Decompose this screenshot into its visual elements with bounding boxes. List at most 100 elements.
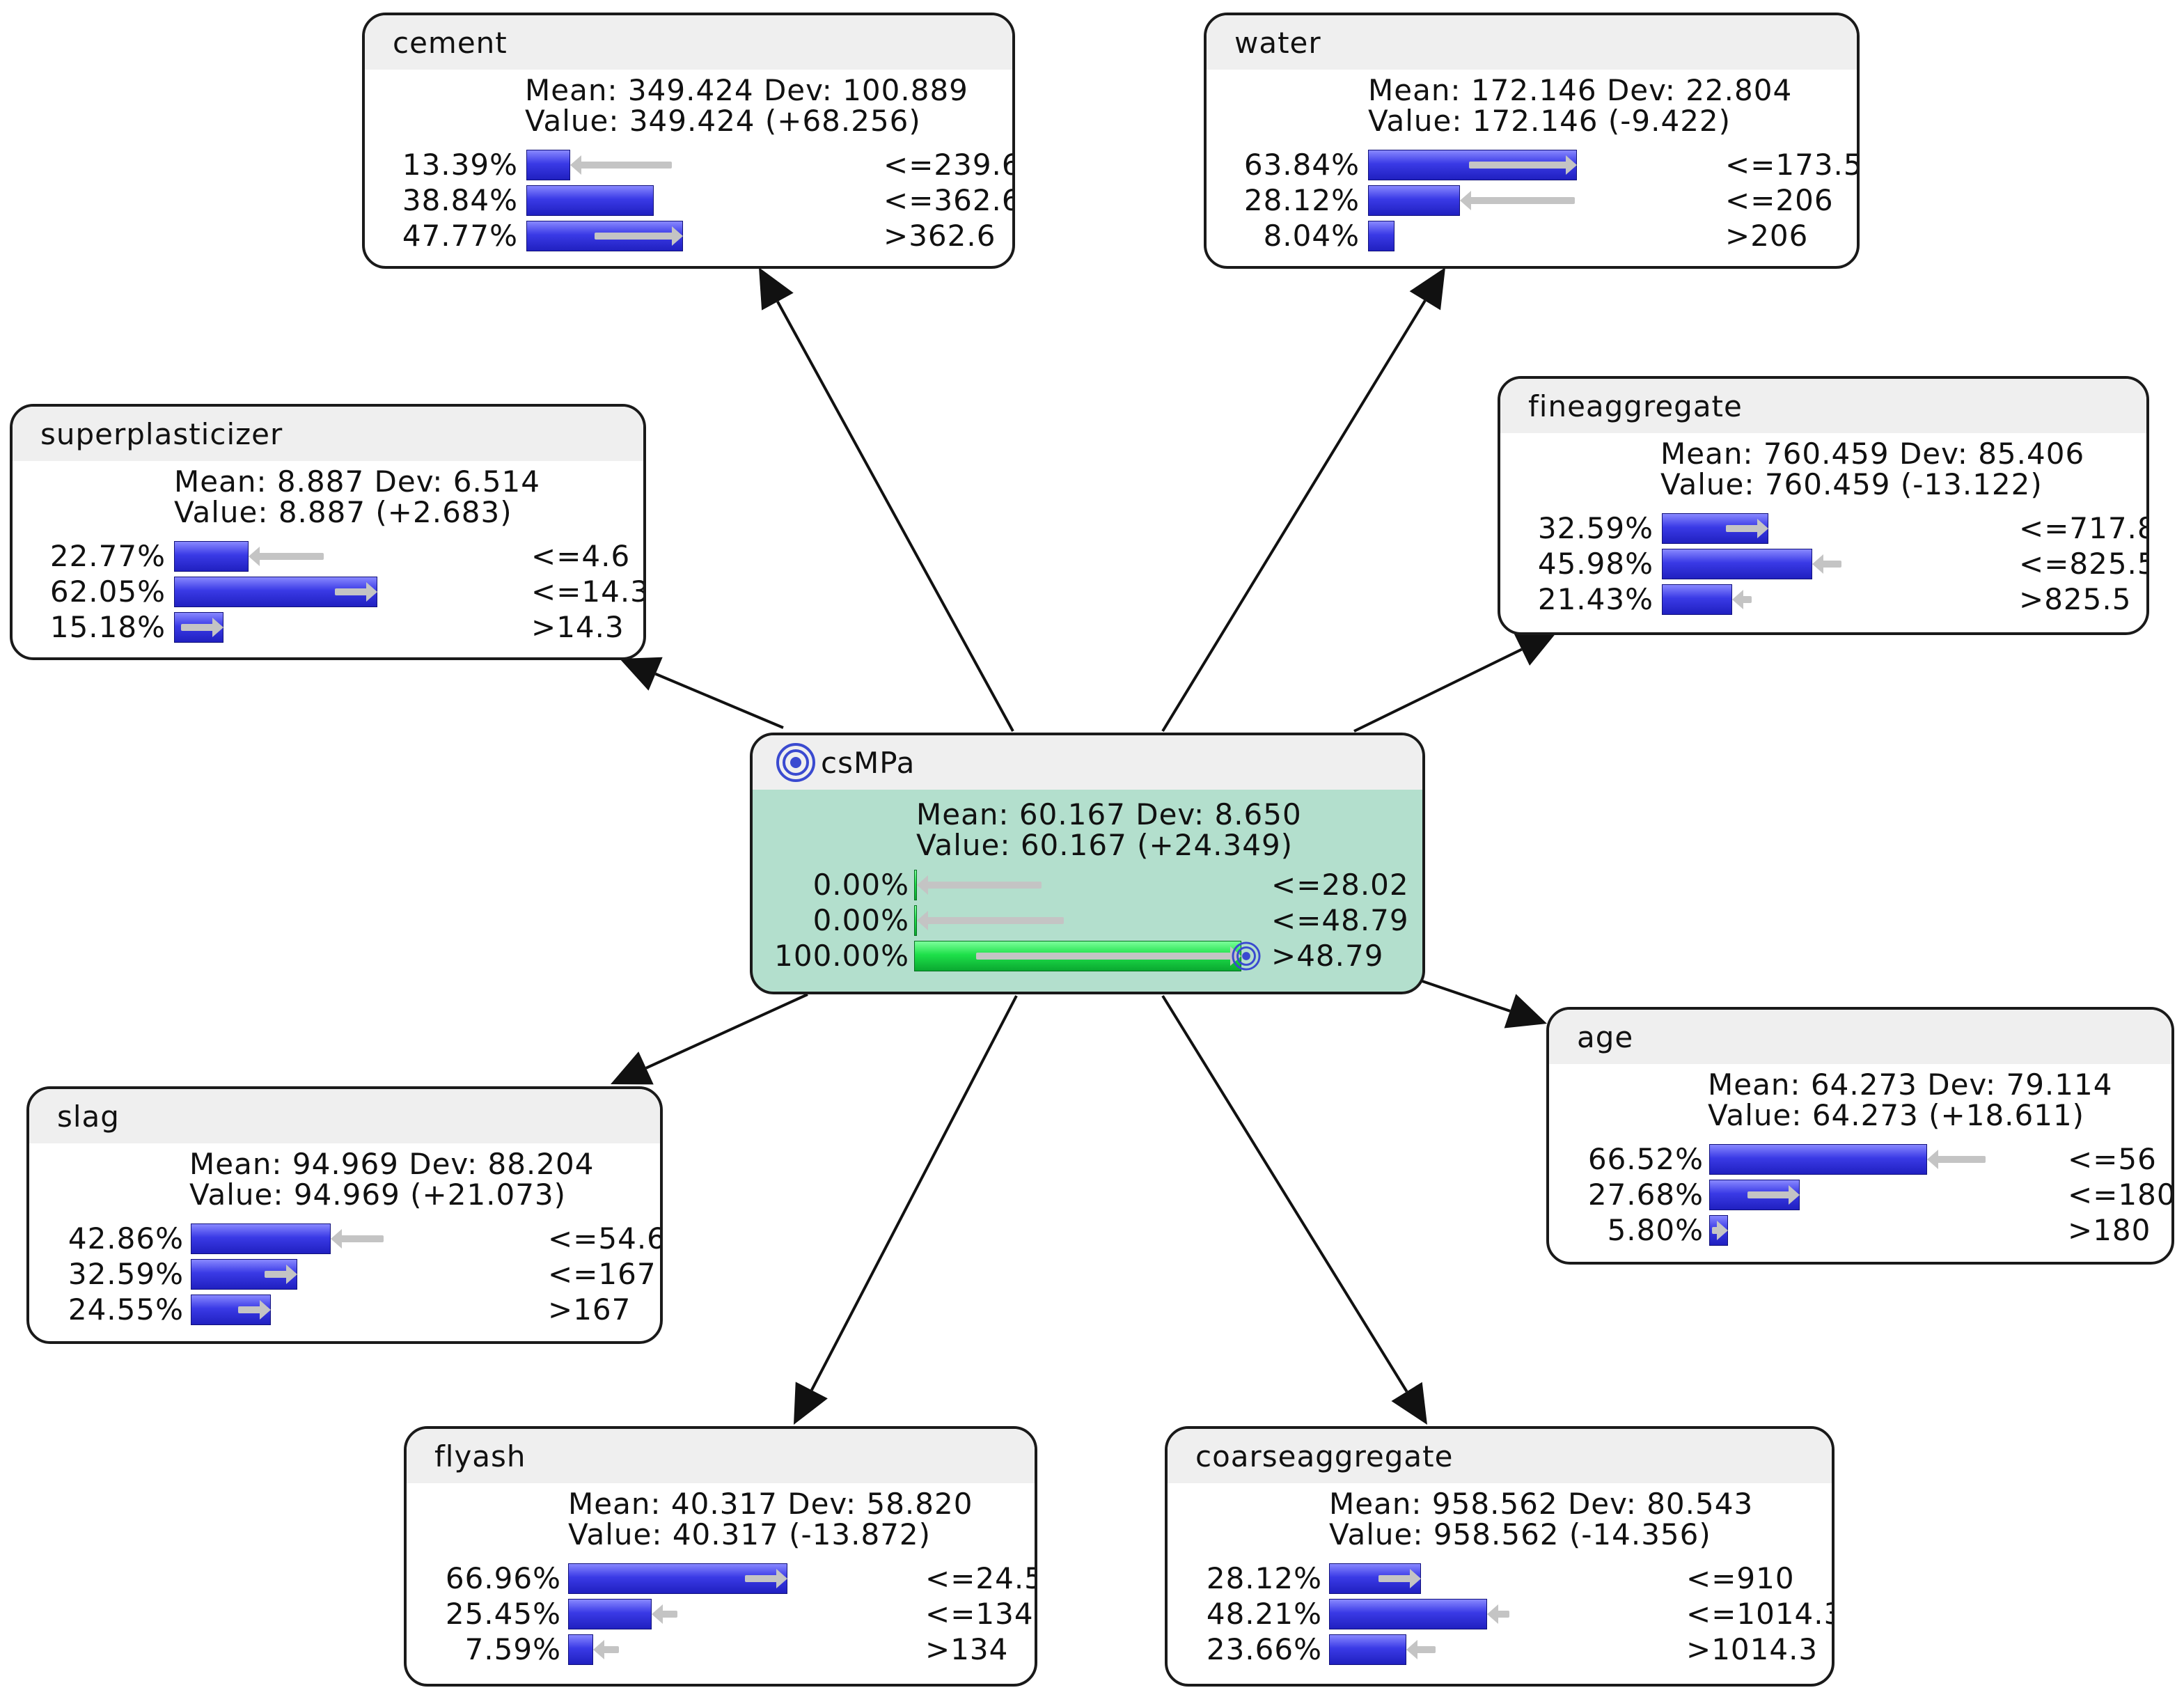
state-probability: 21.43%	[1537, 582, 1653, 616]
shift-arrow-right	[181, 618, 224, 637]
state-probability: 0.00%	[812, 903, 909, 937]
shift-arrow-left	[569, 155, 672, 175]
shift-arrow-left	[249, 547, 324, 566]
stats-line: Mean: 94.969 Dev: 88.204	[189, 1147, 595, 1181]
node-title: age	[1577, 1019, 1634, 1054]
state-row[interactable]: 24.55%>167	[29, 1292, 660, 1327]
node-header: water	[1207, 15, 1857, 70]
shift-arrow-left	[916, 911, 1064, 930]
node-header: fineaggregate	[1500, 379, 2146, 433]
node-title: flyash	[434, 1439, 526, 1473]
state-row[interactable]: 15.18%>14.3	[13, 610, 643, 645]
stats-line: Value: 94.969 (+21.073)	[189, 1178, 567, 1212]
state-probability: 7.59%	[464, 1632, 561, 1666]
shift-arrow-right	[1711, 1221, 1729, 1240]
state-label: >825.5	[2019, 582, 2132, 616]
probability-bar	[914, 870, 917, 900]
state-label: <=48.79	[1271, 903, 1409, 937]
state-row[interactable]: 48.21%<=1014.3	[1168, 1597, 1832, 1632]
probability-bar	[1368, 185, 1461, 216]
arrowhead	[794, 1382, 828, 1425]
edge-line	[645, 993, 808, 1070]
state-label: <=1014.3	[1686, 1597, 1835, 1631]
state-probability: 13.39%	[402, 148, 518, 182]
edge-line	[1353, 648, 1523, 733]
node-header: coarseaggregate	[1168, 1429, 1832, 1483]
state-row[interactable]: 0.00% <=48.79	[753, 903, 1422, 938]
probability-bar	[526, 185, 654, 216]
state-probability: 63.84%	[1243, 148, 1360, 182]
state-row[interactable]: 22.77%<=4.6	[13, 539, 643, 574]
state-row[interactable]: 38.84%<=362.6	[365, 183, 1012, 218]
observed-target-icon	[1231, 941, 1262, 971]
state-label: <=910	[1686, 1561, 1795, 1595]
state-row[interactable]: 28.12%<=910	[1168, 1561, 1832, 1596]
edge-line	[654, 672, 784, 729]
state-row[interactable]: 63.84%<=173.5	[1207, 148, 1857, 182]
edge-cement	[759, 267, 1014, 732]
shift-arrow-right	[1747, 1185, 1800, 1205]
shift-arrow-right	[1726, 519, 1769, 538]
edge-fineaggregate	[1353, 632, 1557, 733]
state-row[interactable]: 0.00%<=28.02	[753, 868, 1422, 902]
state-probability: 32.59%	[1537, 511, 1653, 545]
state-probability: 47.77%	[402, 219, 518, 253]
state-row[interactable]: 21.43% >825.5	[1500, 582, 2146, 617]
probability-bar	[1329, 1599, 1487, 1629]
node-header: csMPa	[753, 735, 1422, 790]
stats-line: Mean: 172.146 Dev: 22.804	[1368, 73, 1793, 107]
node-title: fineaggregate	[1528, 389, 1743, 423]
arrowhead	[1514, 632, 1557, 666]
state-label: >180	[2068, 1213, 2151, 1247]
state-row[interactable]: 28.12%<=206	[1207, 183, 1857, 218]
edge-superplasticizer	[620, 657, 784, 729]
edge-age	[1420, 979, 1547, 1029]
state-row[interactable]: 27.68%<=180	[1549, 1178, 2171, 1212]
state-label: <=206	[1725, 183, 1834, 217]
node-header: flyash	[407, 1429, 1035, 1483]
state-row[interactable]: 45.98%<=825.5	[1500, 547, 2146, 581]
state-probability: 5.80%	[1607, 1213, 1704, 1247]
edge-line	[776, 301, 1014, 732]
stats-line: Value: 349.424 (+68.256)	[525, 104, 921, 138]
state-row[interactable]: 100.00% >48.79	[753, 939, 1422, 973]
probability-bar	[174, 541, 249, 572]
state-row[interactable]: 47.77% >362.6	[365, 219, 1012, 253]
state-row[interactable]: 8.04%>206	[1207, 219, 1857, 253]
state-row[interactable]: 5.80% >180	[1549, 1213, 2171, 1248]
state-row[interactable]: 23.66%>1014.3	[1168, 1632, 1832, 1667]
state-row[interactable]: 42.86%<=54.6	[29, 1221, 660, 1256]
state-row[interactable]: 66.96%<=24.5	[407, 1561, 1035, 1596]
shift-arrow-left	[1486, 1604, 1510, 1624]
state-row[interactable]: 62.05%<=14.3	[13, 574, 643, 609]
state-row[interactable]: 13.39%<=239.6	[365, 148, 1012, 182]
shift-arrow-right	[976, 946, 1241, 966]
state-row[interactable]: 32.59%<=167	[29, 1257, 660, 1292]
probability-bar	[1709, 1144, 1927, 1175]
state-label: >362.6	[883, 219, 996, 253]
shift-arrow-left	[1926, 1150, 1986, 1169]
node-title: cement	[393, 25, 508, 60]
state-label: >48.79	[1271, 939, 1384, 973]
arrowhead	[1391, 1382, 1427, 1425]
state-row[interactable]: 32.59%<=717.8	[1500, 511, 2146, 546]
node-title: csMPa	[821, 745, 916, 780]
state-row[interactable]: 66.52%<=56	[1549, 1142, 2171, 1177]
node-title: slag	[57, 1099, 120, 1134]
state-row[interactable]: 7.59%>134	[407, 1632, 1035, 1667]
edge-slag	[611, 993, 808, 1085]
arrowhead	[1504, 994, 1547, 1029]
state-row[interactable]: 25.45%<=134	[407, 1597, 1035, 1632]
state-label: <=167	[548, 1257, 657, 1291]
